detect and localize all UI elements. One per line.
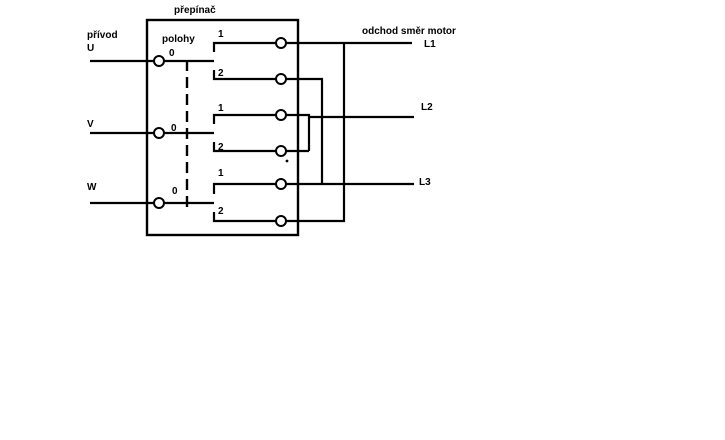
l3-label: L3 [419, 177, 431, 188]
input-terminal-u [153, 55, 165, 67]
position-0-u-label: 0 [169, 48, 175, 59]
crossover-wire-2u-to-l3 [286, 77, 324, 184]
terminal-2-v [275, 145, 287, 157]
position-2-u-label: 2 [218, 68, 224, 79]
phase-w-label: W [87, 182, 97, 193]
input-terminal-v [153, 127, 165, 139]
contact-2-u [212, 70, 276, 81]
phase-v-label: V [87, 119, 94, 130]
contact-2-w [212, 212, 276, 223]
supply-label: přívod [87, 30, 118, 41]
position-0-w-label: 0 [172, 186, 178, 197]
position-1-w-label: 1 [218, 168, 224, 179]
positions-label: polohy [162, 34, 195, 45]
phase-u-label: U [87, 43, 94, 54]
position-2-w-label: 2 [218, 206, 224, 217]
contact-1-u [212, 41, 276, 52]
contact-1-w [212, 182, 276, 194]
l1-label: L1 [424, 39, 436, 50]
l2-label: L2 [421, 102, 433, 113]
contact-1-v [212, 113, 276, 124]
motor-output-label: odchod směr motor [362, 26, 456, 37]
position-1-v-label: 1 [218, 103, 224, 114]
stray-dot [285, 159, 289, 163]
input-terminal-w [153, 197, 165, 209]
position-0-v-label: 0 [171, 123, 177, 134]
terminal-1-w [275, 178, 287, 190]
terminal-1-v [275, 109, 287, 121]
position-1-u-label: 1 [218, 29, 224, 40]
switch-label: přepínač [174, 5, 216, 16]
crossover-wire-2w-to-l1 [286, 43, 346, 223]
wire-1v-junction [286, 113, 311, 151]
position-2-v-label: 2 [218, 142, 224, 153]
switch-box [145, 18, 300, 237]
terminal-2-w [275, 215, 287, 227]
terminal-1-u [275, 37, 287, 49]
contact-2-v [212, 142, 276, 153]
terminal-2-u [275, 73, 287, 85]
